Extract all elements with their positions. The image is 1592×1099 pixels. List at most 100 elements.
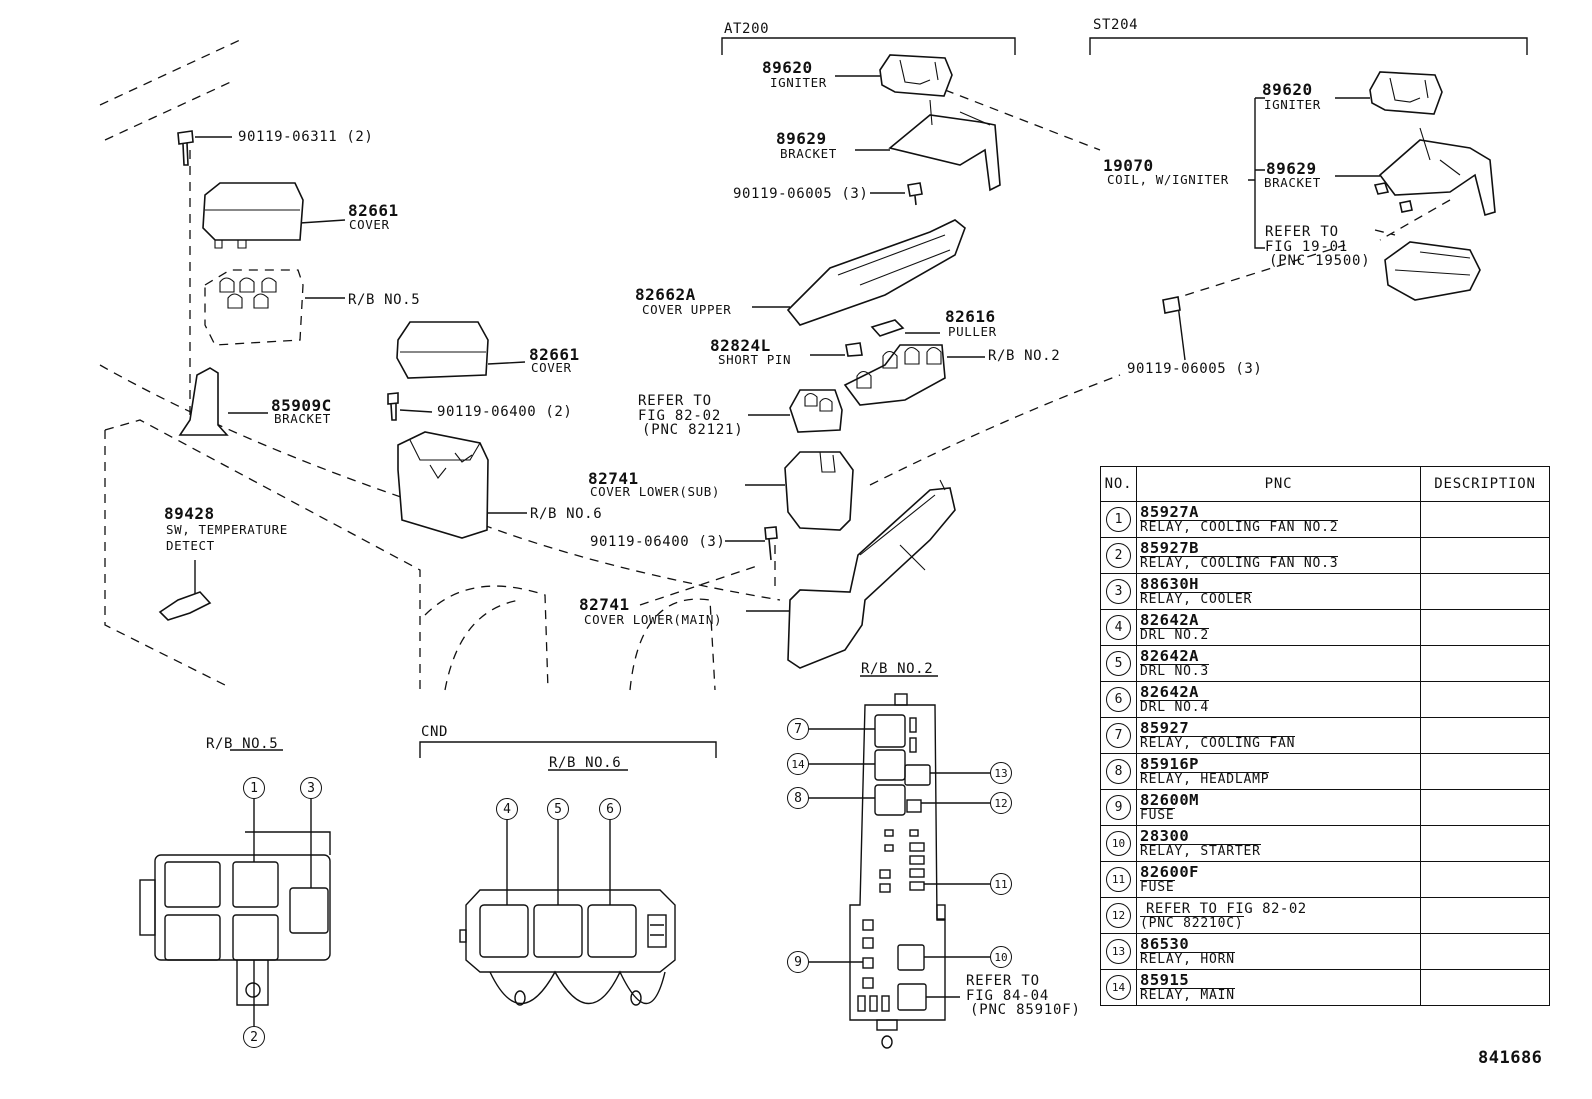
row-pnc: 82600F xyxy=(1140,862,1199,881)
position-marker-12: 12 xyxy=(990,792,1012,814)
refer-84-04-line2: FIG 84-04 xyxy=(966,987,1050,1004)
position-marker-3: 3 xyxy=(300,777,322,799)
section-label-at200: AT200 xyxy=(724,21,770,37)
callout-bracket-at-desc: BRACKET xyxy=(780,146,837,161)
row-number: 12 xyxy=(1106,903,1131,928)
callout-igniter-at-desc: IGNITER xyxy=(770,75,827,90)
callout-bolt-06005-st: 90119-06005 (3) xyxy=(1127,361,1263,377)
row-name: RELAY, COOLING FAN NO.2 xyxy=(1140,520,1339,536)
section-label-st204: ST204 xyxy=(1093,17,1139,33)
callout-sw-89428-desc: SW, TEMPERATURE xyxy=(166,522,288,537)
callout-bracket-at-pnc: 89629 xyxy=(776,129,827,148)
row-description xyxy=(1420,501,1550,538)
callout-puller-desc: PULLER xyxy=(948,324,997,339)
callout-cover-main-pnc: 82741 xyxy=(579,595,630,614)
callout-cover-sub-pnc: 82741 xyxy=(588,469,639,488)
row-number: 13 xyxy=(1106,939,1131,964)
callout-coil-pnc: 19070 xyxy=(1103,156,1154,175)
callout-bolt-06400-2: 90119-06400 (2) xyxy=(437,404,573,420)
refer-84-04-line3: (PNC 85910F) xyxy=(970,1002,1081,1019)
rb6-layout xyxy=(459,769,676,1006)
callout-refer-84-04: REFER TO FIG 84-04 (PNC 85910F) xyxy=(966,974,1081,1018)
row-number: 10 xyxy=(1106,831,1131,856)
position-marker-10: 10 xyxy=(990,946,1012,968)
row-number: 2 xyxy=(1106,543,1131,568)
row-name: FUSE xyxy=(1140,808,1175,824)
row-description xyxy=(1420,825,1550,862)
callout-coil-desc: COIL, W/IGNITER xyxy=(1107,172,1229,187)
refer-82-02-line2: FIG 82-02 xyxy=(638,407,722,424)
callout-cover-82661-a-desc: COVER xyxy=(349,217,390,232)
rb5-layout-title: R/B NO.5 xyxy=(206,736,279,752)
position-marker-4: 4 xyxy=(496,798,518,820)
row-name: RELAY, HORN xyxy=(1140,952,1235,968)
row-pnc: 85927 xyxy=(1140,718,1190,737)
diagram-id: 841686 xyxy=(1478,1048,1543,1068)
row-name: DRL NO.4 xyxy=(1140,700,1210,716)
refer-19-01-line2: FIG 19-01 xyxy=(1265,238,1349,255)
callout-refer-19-01: REFER TO FIG 19-01 (PNC 19500) xyxy=(1265,225,1371,269)
row-name: DRL NO.2 xyxy=(1140,628,1210,644)
row-name: DRL NO.3 xyxy=(1140,664,1210,680)
callout-puller-pnc: 82616 xyxy=(945,307,996,326)
header-pnc: PNC xyxy=(1136,466,1421,502)
row-name: RELAY, MAIN xyxy=(1140,988,1235,1004)
position-marker-6: 6 xyxy=(599,798,621,820)
callout-cover-82661-a-pnc: 82661 xyxy=(348,201,399,220)
row-description xyxy=(1420,897,1550,934)
callout-bracket-st-desc: BRACKET xyxy=(1264,175,1321,190)
callout-cover-upper-pnc: 82662A xyxy=(635,285,696,304)
row-pnc: 85916P xyxy=(1140,754,1199,773)
refer-19-01-line3: (PNC 19500) xyxy=(1269,253,1371,270)
refer-84-04-line1: REFER TO xyxy=(966,973,1040,989)
callout-rb2: R/B NO.2 xyxy=(988,348,1061,364)
row-pnc: 88630H xyxy=(1140,574,1199,593)
row-name: RELAY, COOLER xyxy=(1140,592,1253,608)
row-description xyxy=(1420,573,1550,610)
row-pnc: 85915 xyxy=(1140,970,1190,989)
callout-bracket-st-pnc: 89629 xyxy=(1266,159,1317,178)
rb2-layout xyxy=(809,675,990,1049)
refer-82-02-line3: (PNC 82121) xyxy=(642,422,744,439)
row-name: RELAY, COOLING FAN xyxy=(1140,736,1296,752)
row-pnc: 85927B xyxy=(1140,538,1199,557)
row-number: 8 xyxy=(1106,759,1131,784)
callout-refer-82-02: REFER TO FIG 82-02 (PNC 82121) xyxy=(638,394,744,438)
callout-igniter-st-pnc: 89620 xyxy=(1262,80,1313,99)
row-pnc: REFER TO FIG 82-02 xyxy=(1146,900,1307,917)
position-marker-7: 7 xyxy=(787,718,809,740)
row-name: (PNC 82210C) xyxy=(1140,915,1244,931)
callout-bolt-06311: 90119-06311 (2) xyxy=(238,129,374,145)
callout-short-pin-desc: SHORT PIN xyxy=(718,352,792,367)
row-pnc: 82642A xyxy=(1140,646,1199,665)
callout-bracket-85909c-desc: BRACKET xyxy=(274,411,331,426)
callout-cover-sub-desc: COVER LOWER(SUB) xyxy=(590,484,721,499)
callout-cover-main-desc: COVER LOWER(MAIN) xyxy=(584,612,723,627)
position-marker-9: 9 xyxy=(787,951,809,973)
row-pnc: 82600M xyxy=(1140,790,1199,809)
row-pnc: 86530 xyxy=(1140,934,1190,953)
row-description xyxy=(1420,753,1550,790)
row-description xyxy=(1420,933,1550,970)
row-description xyxy=(1420,969,1550,1006)
position-marker-2: 2 xyxy=(243,1026,265,1048)
row-number: 4 xyxy=(1106,615,1131,640)
callout-igniter-st-desc: IGNITER xyxy=(1264,97,1321,112)
callout-bolt-06005-at: 90119-06005 (3) xyxy=(733,186,869,202)
position-marker-13: 13 xyxy=(990,762,1012,784)
rb6-layout-title: R/B NO.6 xyxy=(549,755,622,771)
section-label-cnd: CND xyxy=(421,724,449,740)
parts-table-header: NO. PNC DESCRIPTION xyxy=(1100,466,1550,502)
position-marker-14: 14 xyxy=(787,753,809,775)
